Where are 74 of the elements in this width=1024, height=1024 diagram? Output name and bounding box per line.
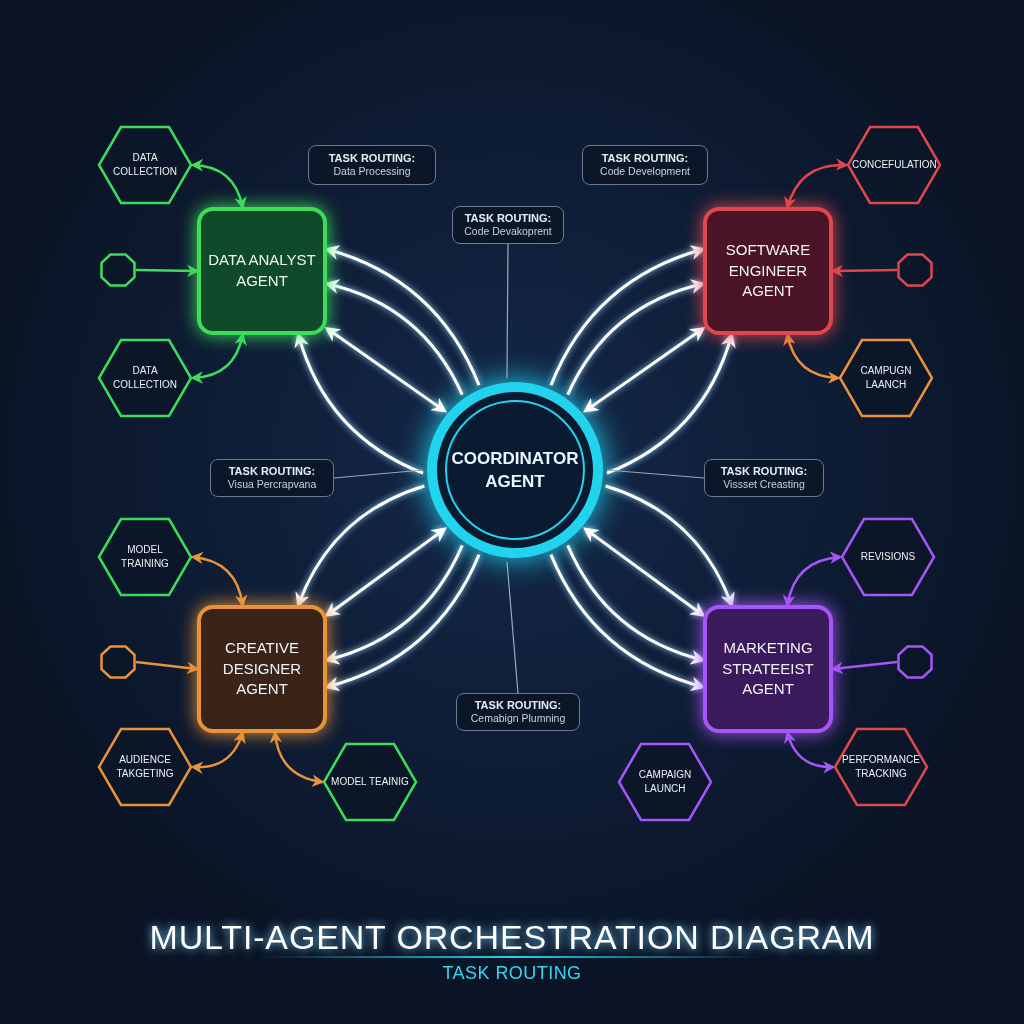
- octagon-shape: [897, 253, 933, 287]
- task-label: CAMPUGN LAANCH: [859, 364, 913, 392]
- arrow: [583, 527, 706, 617]
- arrow: [190, 552, 247, 608]
- callout-text: Code Devakoprent: [464, 225, 552, 239]
- routing-callout: [582, 145, 708, 185]
- agent-label: SOFTWARE ENGINEER AGENT: [724, 240, 812, 302]
- octagon-shape: [897, 645, 933, 679]
- task-hexagon: [97, 517, 193, 597]
- arrow: [295, 484, 425, 608]
- callout-text: Data Processing: [333, 165, 411, 179]
- task-label: AUDIENCE TAKGETING: [115, 753, 175, 781]
- arrow: [784, 158, 849, 210]
- task-hexagon: [838, 338, 934, 418]
- agent-label: DATA ANALYST AGENT: [207, 250, 317, 291]
- arrow: [324, 527, 447, 617]
- callout-heading: TASK ROUTING:: [328, 151, 416, 166]
- task-label: DATA COLLECTION: [112, 364, 178, 392]
- task-label: CAMPAIGN LAUNCH: [637, 768, 693, 796]
- task-hexagon: [840, 517, 936, 597]
- connector-line: [506, 243, 509, 379]
- arrow: [270, 730, 325, 787]
- arrow: [583, 326, 706, 413]
- routing-callout: [308, 145, 436, 185]
- task-label: MODEL TRAINING: [120, 543, 170, 571]
- callout-heading: TASK ROUTING:: [601, 151, 689, 166]
- agent-label: MARKETING STRATEEIST AGENT: [721, 638, 815, 700]
- arrow: [294, 332, 424, 475]
- task-hexagon: [322, 742, 418, 822]
- arrow: [783, 332, 841, 384]
- task-hexagon: [97, 338, 193, 418]
- arrow: [784, 730, 836, 774]
- arrow: [324, 326, 447, 413]
- callout-text: Vissset Creasting: [723, 478, 805, 492]
- coordinator-label: COORDINATOR AGENT: [450, 447, 580, 493]
- octagon-shape: [100, 645, 136, 679]
- connector-line: [333, 469, 424, 479]
- task-label: DATA COLLECTION: [112, 151, 178, 179]
- task-label: MODEL TEAINIG: [330, 775, 410, 789]
- agent-box: [197, 605, 327, 733]
- agent-label: CREATIVE DESIGNER AGENT: [221, 638, 303, 700]
- callout-heading: TASK ROUTING:: [720, 464, 808, 479]
- task-label: PERFORMANCE TRACKING: [841, 753, 921, 781]
- callout-heading: TASK ROUTING:: [228, 464, 316, 479]
- task-hexagon: [97, 125, 193, 205]
- routing-callout: [456, 693, 580, 731]
- task-hexagon: [617, 742, 713, 822]
- connector-line: [506, 561, 519, 694]
- agent-box: [703, 207, 833, 335]
- arrow: [783, 551, 843, 608]
- callout-text: Cemabign Plumning: [470, 712, 566, 726]
- callout-text: Visua Percrapvana: [227, 478, 317, 492]
- task-hexagon: [833, 727, 929, 807]
- agent-box: [197, 207, 327, 335]
- octagon-shape: [100, 253, 136, 287]
- routing-callout: [452, 206, 564, 244]
- task-hexagon: [97, 727, 193, 807]
- connector-line: [606, 469, 705, 479]
- diagram-title: MULTI-AGENT ORCHESTRATION DIAGRAM: [148, 917, 876, 958]
- arrow: [190, 730, 246, 774]
- task-hexagon: [846, 125, 942, 205]
- task-label: REVISIONS: [859, 550, 917, 564]
- routing-callout: [704, 459, 824, 497]
- callout-heading: TASK ROUTING:: [464, 211, 552, 226]
- agent-box: [703, 605, 833, 733]
- callout-text: Code Development: [600, 165, 690, 179]
- arrow: [190, 159, 247, 210]
- task-label: CONCEFULATION: [852, 158, 936, 172]
- callout-heading: TASK ROUTING:: [474, 698, 562, 713]
- arrow: [605, 484, 735, 608]
- diagram-subtitle: TASK ROUTING: [441, 962, 583, 985]
- arrow: [606, 332, 736, 475]
- routing-callout: [210, 459, 334, 497]
- arrow: [190, 332, 247, 384]
